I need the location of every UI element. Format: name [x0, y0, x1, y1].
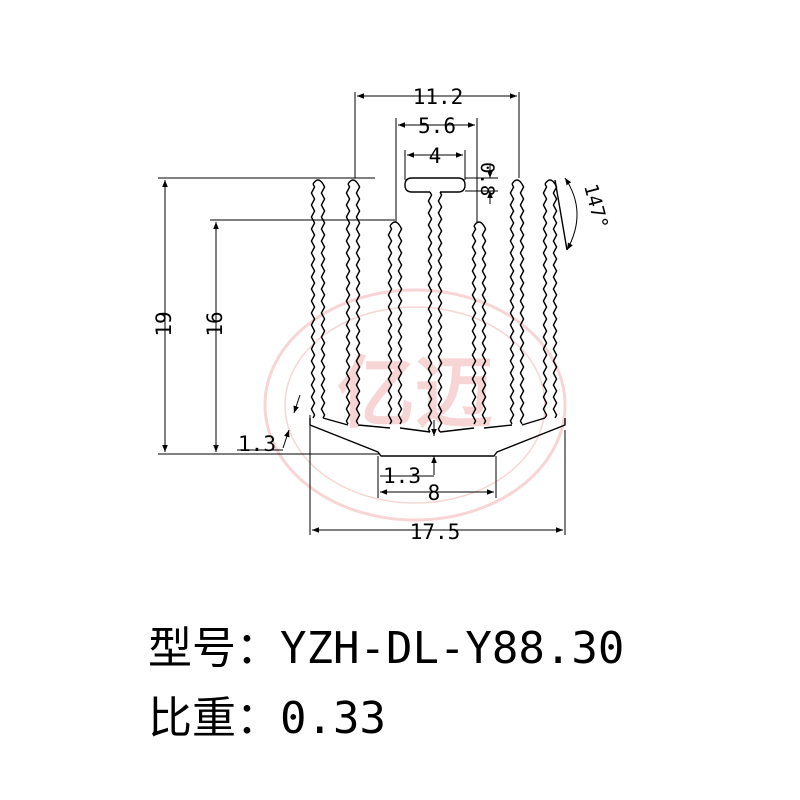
- tee-stem-left: [427, 191, 433, 433]
- model-caption: 型号：YZH-DL-Y88.30: [148, 627, 624, 671]
- fin-right-edge: [355, 183, 361, 425]
- dimension-lines: [158, 92, 578, 535]
- model-value: YZH-DL-Y88.30: [280, 623, 625, 674]
- fin-tip: [389, 221, 401, 227]
- heatsink-profile-drawing: 亿迈: [152, 85, 612, 544]
- fin-tip: [312, 179, 324, 185]
- fin-left-edge: [345, 183, 351, 425]
- watermark-logo: 亿迈: [263, 288, 567, 522]
- dim-base-bottom-width: 8: [428, 481, 441, 505]
- fin-left-edge: [310, 183, 316, 419]
- fin-tip: [347, 179, 359, 185]
- weight-value: 0.33: [280, 693, 386, 744]
- fin-tip: [473, 221, 485, 227]
- base-gap-5: [483, 424, 513, 429]
- fin-tip: [544, 179, 556, 185]
- fin-right-edge: [397, 225, 403, 425]
- dim-top-width: 11.2: [413, 85, 464, 109]
- fin-tip: [511, 179, 523, 185]
- weight-label: 比重：: [148, 693, 280, 744]
- base-gap-4: [439, 427, 475, 433]
- dim-inner-height: 16: [203, 311, 227, 336]
- dim-base-thickness-left: 1.3: [238, 432, 276, 456]
- dim-total-width: 17.5: [410, 520, 461, 544]
- fin-left-edge: [387, 225, 393, 425]
- heatsink-profile-outline: [309, 177, 568, 457]
- dim-mid-width: 5.6: [418, 114, 456, 138]
- watermark-text: 亿迈: [337, 349, 493, 439]
- fin-left-edge: [471, 225, 477, 425]
- dim-angle: 147°: [579, 182, 612, 232]
- model-label: 型号：: [148, 623, 280, 674]
- dimension-labels: 11.2 5.6 4 0.8 147° 19 16 1.3 1.3 8 17.5: [152, 85, 612, 544]
- tee-head: [404, 177, 466, 193]
- fin-left-edge: [509, 183, 515, 425]
- dim-inner-width: 4: [429, 144, 442, 168]
- dim-tee-thickness: 0.8: [476, 162, 498, 196]
- base-gap-2: [357, 424, 391, 429]
- outer-flare: [554, 179, 568, 251]
- fin-right-edge: [519, 183, 525, 425]
- weight-caption: 比重：0.33: [148, 697, 386, 741]
- dim-total-height: 19: [152, 311, 176, 336]
- fin-right-edge: [481, 225, 487, 425]
- fin-left-edge: [542, 183, 548, 419]
- base-gap-6: [521, 417, 546, 426]
- tee-stem-right: [437, 191, 443, 433]
- fin-right-edge: [552, 183, 558, 419]
- dim-base-thickness-center: 1.3: [383, 464, 421, 488]
- base-gap-3: [399, 427, 431, 433]
- base-gap-1: [322, 417, 349, 426]
- fin-right-edge: [320, 183, 326, 419]
